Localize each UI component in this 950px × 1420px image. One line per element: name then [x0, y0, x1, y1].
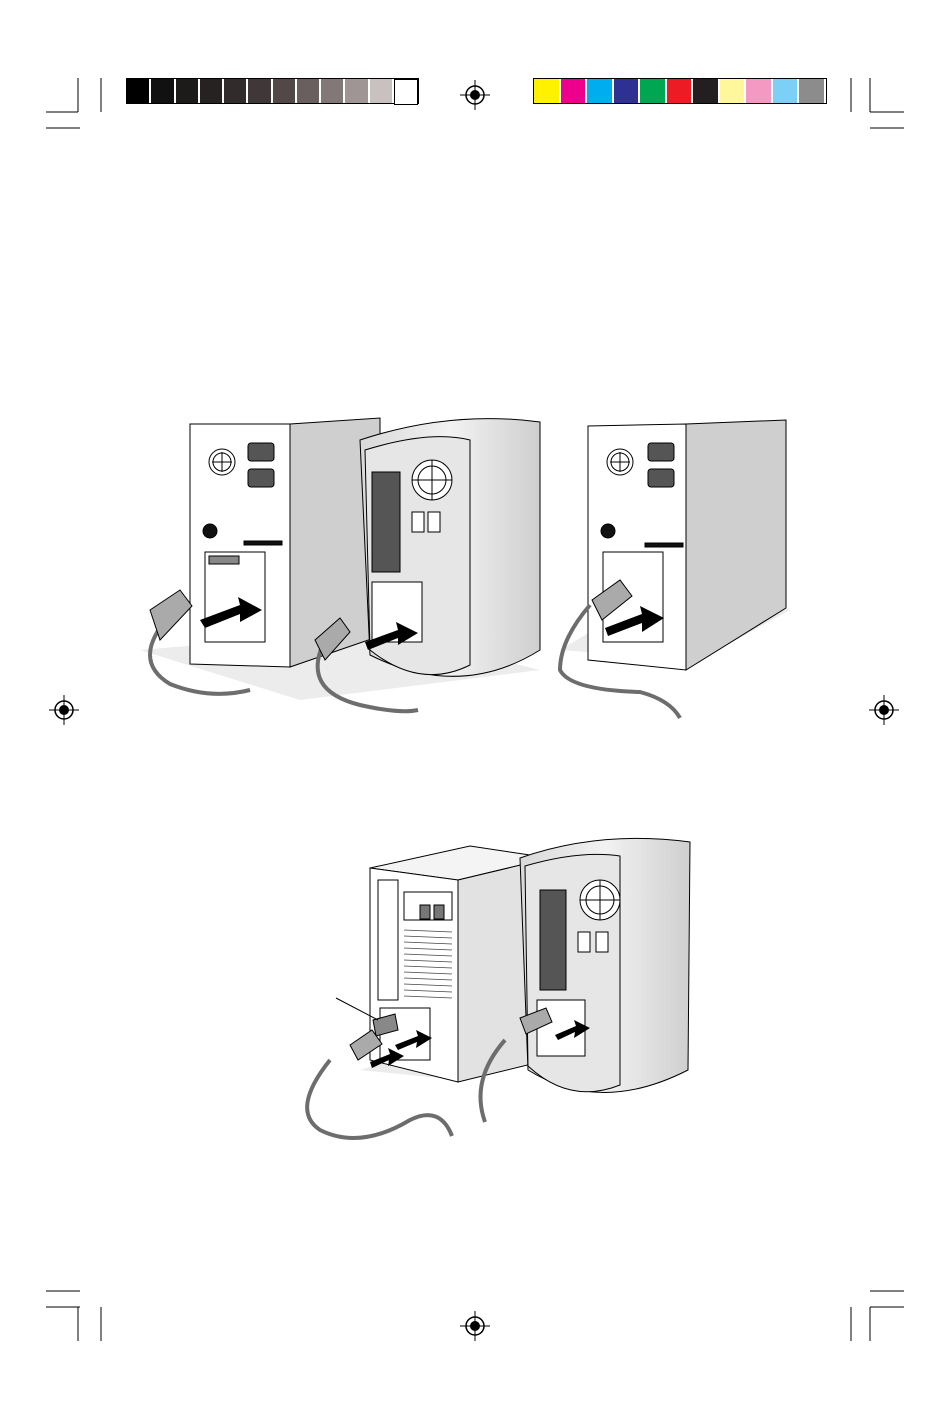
- power-mac-g4-right: [520, 838, 690, 1092]
